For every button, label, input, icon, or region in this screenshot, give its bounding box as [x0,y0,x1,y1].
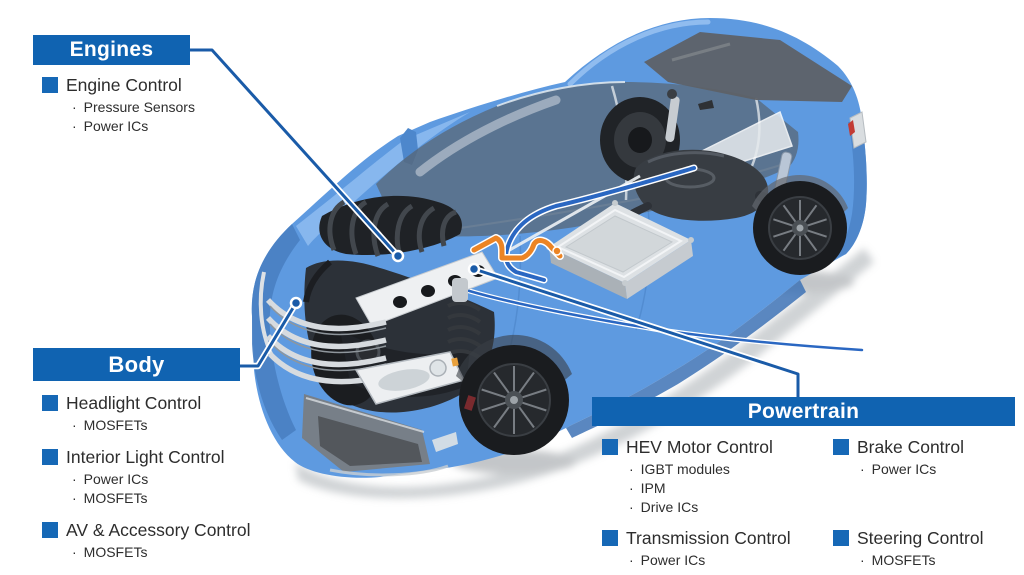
item-label: Steering Control [857,528,984,548]
blue-square-bullet [833,530,849,546]
part-label: MOSFETs [72,543,250,562]
item-label: AV & Accessory Control [66,520,251,540]
part-label: Power ICs [72,470,250,489]
leader-line-engines [189,46,401,259]
blue-square-bullet [42,522,58,538]
item-transmission-control: Transmission Control Power ICs [602,528,823,570]
powertrain-header: Powertrain [592,397,1015,426]
item-label: Engine Control [66,75,182,95]
item-label: HEV Motor Control [626,437,773,457]
part-label: IPM [629,479,823,498]
front-bumper-lower [302,394,458,477]
part-label: Power ICs [629,551,823,570]
leader-line-body [238,301,299,370]
item-engine-control: Engine Control Pressure Sensors Power IC… [42,75,195,136]
blue-square-bullet [602,439,618,455]
antenna-fin [698,100,714,110]
front-wheel-arch [456,334,572,386]
part-label: MOSFETs [860,551,1015,570]
part-label: Power ICs [72,117,195,136]
blue-square-bullet [42,77,58,93]
leader-line-powertrain [472,265,802,397]
sunroof-glass [644,32,852,102]
part-label: Drive ICs [629,498,823,517]
item-label: Interior Light Control [66,447,225,467]
front-wheel [459,345,569,455]
rear-wheel-arch [752,174,848,218]
blue-square-bullet [42,395,58,411]
connector-dot-powertrain [467,262,481,276]
connector-dot-body [289,296,303,310]
blue-square-bullet [833,439,849,455]
taillight [848,111,867,149]
headlight [354,351,466,405]
part-label: MOSFETs [72,489,250,508]
body-header: Body [33,348,240,381]
item-steering-control: Steering Control MOSFETs [833,528,1015,570]
rear-wheel [753,181,847,275]
engines-header: Engines [33,35,190,65]
part-label: Pressure Sensors [72,98,195,117]
body-panel: Body Headlight Control MOSFETs Interior … [33,348,250,562]
item-headlight-control: Headlight Control MOSFETs [42,393,250,435]
part-label: Power ICs [860,460,1015,479]
part-label: IGBT modules [629,460,823,479]
item-label: Transmission Control [626,528,791,548]
powertrain-panel: Powertrain HEV Motor Control IGBT module… [592,397,1015,570]
engines-panel: Engines Engine Control Pressure Sensors … [33,35,195,136]
item-label: Headlight Control [66,393,202,413]
battery-pack [546,200,694,299]
item-av-accessory-control: AV & Accessory Control MOSFETs [42,520,250,562]
item-brake-control: Brake Control Power ICs [833,437,1015,479]
part-label: MOSFETs [72,416,250,435]
leader-lines [189,46,802,397]
item-label: Brake Control [857,437,964,457]
connector-dot-engines [391,249,405,263]
item-hev-motor-control: HEV Motor Control IGBT modules IPM Drive… [602,437,823,517]
blue-square-bullet [42,449,58,465]
hv-cable-orange [470,234,564,262]
item-interior-light-control: Interior Light Control Power ICs MOSFETs [42,447,250,508]
blue-square-bullet [602,530,618,546]
